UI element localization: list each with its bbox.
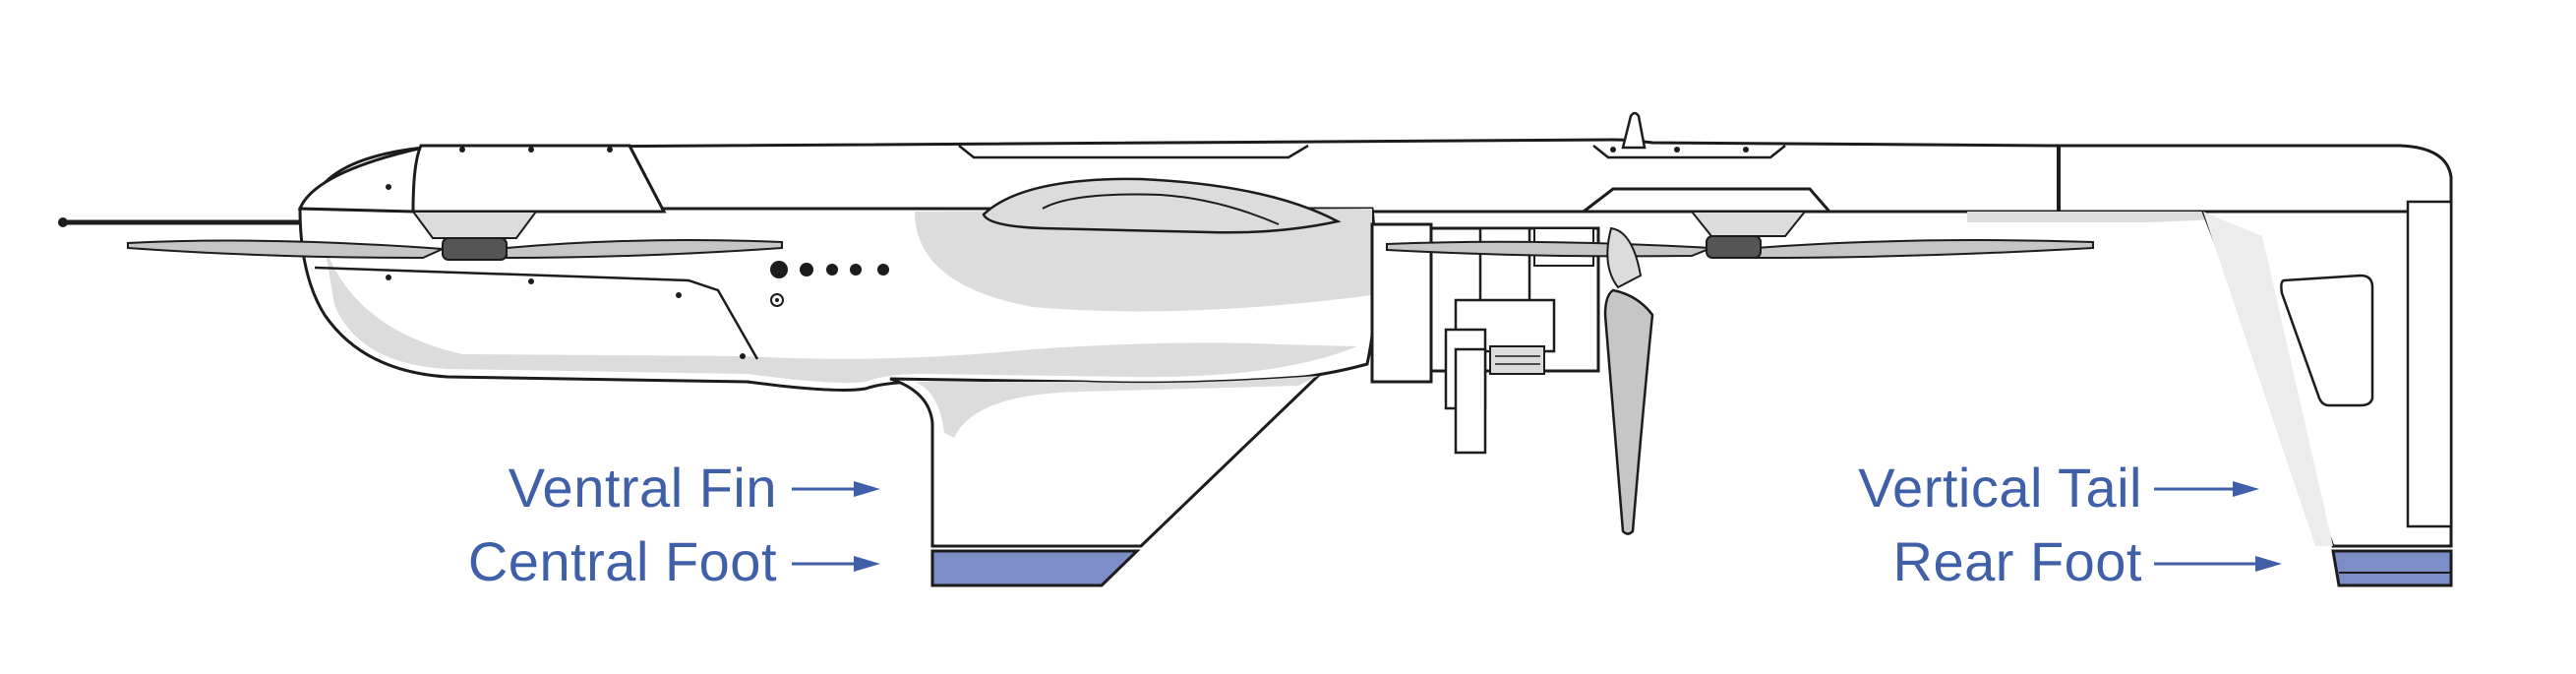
arrow-right-icon xyxy=(2255,556,2282,572)
central-foot-label: Central Foot xyxy=(468,530,777,592)
pusher-propeller xyxy=(1603,226,1654,535)
front-propeller xyxy=(127,211,783,261)
callout-central-foot: Central Foot xyxy=(468,530,880,592)
ventral-fin-label: Ventral Fin xyxy=(509,457,777,519)
callout-vertical-tail: Vertical Tail xyxy=(1858,457,2259,519)
arrow-right-icon xyxy=(854,556,880,572)
callout-rear-foot: Rear Foot xyxy=(1893,530,2282,592)
engine-assembly xyxy=(1370,222,1600,455)
nose-fairing xyxy=(297,111,1833,234)
arrow-right-icon xyxy=(854,481,880,497)
arrow-right-icon xyxy=(2233,481,2259,497)
ventral-fin xyxy=(889,374,1323,548)
vertical-tail-label: Vertical Tail xyxy=(1858,457,2142,519)
main-wing xyxy=(313,138,2453,222)
rear-foot xyxy=(2331,549,2453,587)
rear-foot-label: Rear Foot xyxy=(1893,530,2143,592)
central-foot xyxy=(930,549,1141,587)
callout-ventral-fin: Ventral Fin xyxy=(509,457,880,519)
rear-propeller xyxy=(1386,211,2094,260)
pitot-probe xyxy=(58,217,305,227)
vertical-tail xyxy=(2200,200,2453,548)
